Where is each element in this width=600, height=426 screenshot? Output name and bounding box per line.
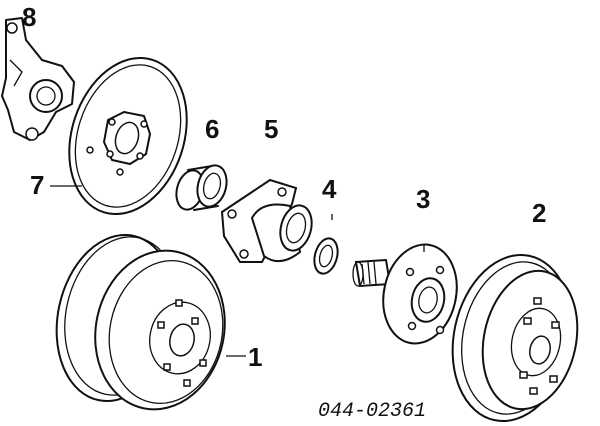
part-8-knuckle (1, 17, 75, 141)
part-code-label: 044-02361 (318, 400, 426, 423)
callout-3: 3 (416, 184, 430, 214)
leader-lines (50, 185, 246, 357)
callout-5: 5 (264, 114, 278, 144)
callout-1: 1 (248, 342, 262, 372)
part-5-hub-carrier (220, 178, 313, 263)
callout-4: 4 (322, 174, 337, 204)
callout-6: 6 (205, 114, 219, 144)
part-6-bearing (175, 164, 228, 211)
part-7-backing-plate (68, 56, 188, 216)
callout-2: 2 (532, 198, 546, 228)
part-2-brake-drum (451, 253, 579, 423)
part-3-hub-flange (352, 243, 458, 345)
part-4-seal (313, 214, 339, 275)
part-1-brake-drum (55, 233, 226, 411)
callout-8: 8 (22, 2, 36, 32)
callout-7: 7 (30, 170, 44, 200)
